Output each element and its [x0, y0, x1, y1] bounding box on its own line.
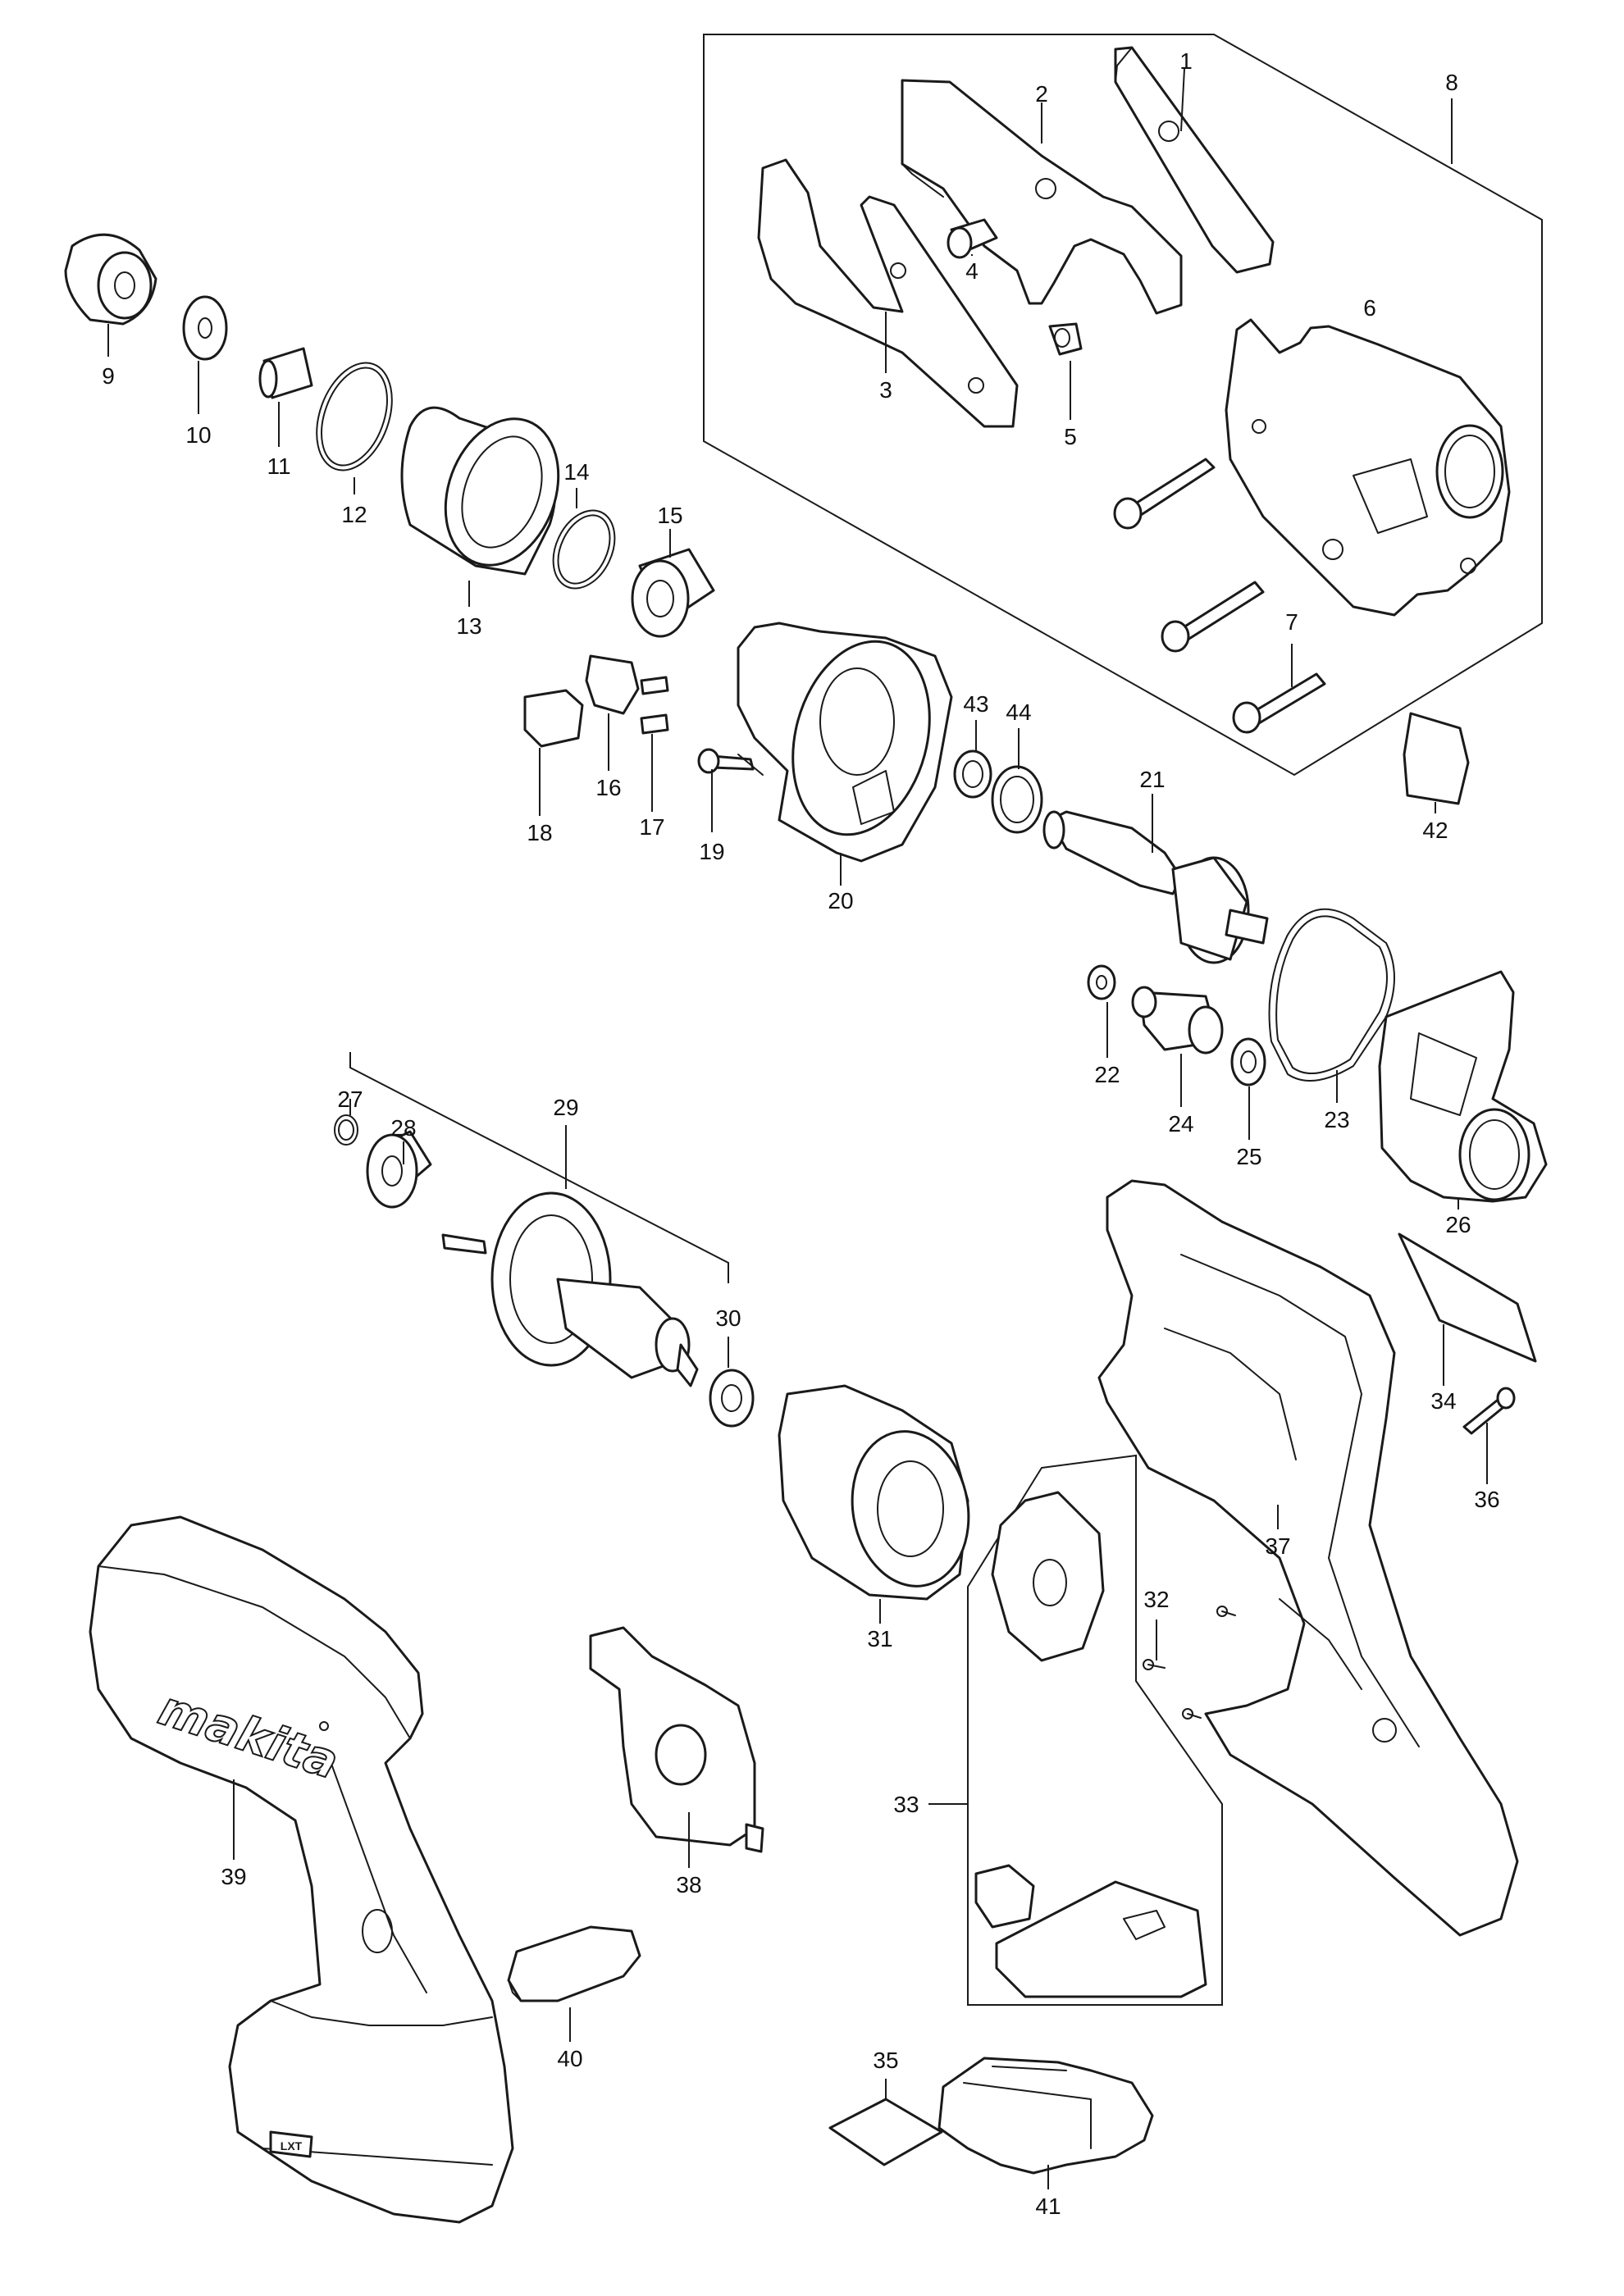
part-2-plate [901, 79, 1183, 315]
part-7-screws [1113, 458, 1326, 734]
part-label-21: 21 [1139, 767, 1165, 792]
part-38-switch [589, 1626, 764, 1868]
part-label-6: 6 [1363, 295, 1376, 321]
part-label-17: 17 [639, 814, 664, 840]
part-16-brush-holder [585, 654, 640, 771]
part-6-housing [1225, 318, 1511, 617]
part-label-38: 38 [676, 1872, 701, 1897]
part-25-bearing [1230, 1037, 1266, 1140]
part-17-springs [640, 676, 669, 812]
part-label-16: 16 [595, 775, 621, 800]
part-label-44: 44 [1006, 699, 1031, 725]
armature-group-bracket [349, 1052, 729, 1283]
part-11-sleeve [258, 347, 313, 447]
part-23-o-ring [1268, 908, 1395, 1103]
part-label-23: 23 [1324, 1107, 1349, 1132]
part-33-group-box [967, 1454, 1223, 2006]
part-label-39: 39 [221, 1864, 246, 1889]
part-label-12: 12 [341, 502, 367, 527]
part-label-37: 37 [1265, 1533, 1290, 1559]
part-39-housing-left: makita LXT [89, 1515, 514, 2224]
part-30-bearing [709, 1337, 755, 1428]
part-14-circlip [552, 488, 616, 590]
part-label-24: 24 [1168, 1111, 1193, 1137]
part-28-bearing [366, 1130, 432, 1209]
part-label-43: 43 [963, 691, 988, 717]
part-24-pinion [1131, 986, 1224, 1107]
part-3-lever [757, 158, 1019, 428]
part-15-bearing [631, 529, 715, 638]
part-32-screws [1143, 1606, 1236, 1720]
part-label-1: 1 [1179, 48, 1193, 74]
part-label-10: 10 [185, 422, 211, 448]
part-label-4: 4 [965, 258, 979, 284]
part-label-30: 30 [715, 1305, 741, 1331]
part-label-13: 13 [456, 613, 481, 639]
part-label-2: 2 [1035, 81, 1048, 107]
part-31-stator [778, 1384, 970, 1624]
part-37-housing-right [1097, 1179, 1519, 1937]
part-label-14: 14 [563, 459, 589, 485]
part-label-25: 25 [1236, 1144, 1261, 1169]
part-13-clutch-cam [400, 406, 560, 607]
part-20-gear-case [737, 622, 953, 886]
part-1-bar [1114, 46, 1275, 274]
part-label-31: 31 [867, 1626, 892, 1651]
part-label-15: 15 [657, 503, 682, 528]
part-42-label [1403, 712, 1470, 813]
part-label-34: 34 [1430, 1388, 1456, 1414]
part-label-9: 9 [102, 363, 115, 389]
part-label-7: 7 [1285, 609, 1298, 635]
part-19-screw [697, 748, 764, 832]
part-36-screw [1462, 1387, 1516, 1484]
part-18-pad [523, 689, 584, 816]
part-label-5: 5 [1064, 424, 1077, 449]
part-label-8: 8 [1445, 70, 1458, 95]
part-21-spindle [1042, 794, 1269, 964]
part-label-41: 41 [1035, 2194, 1061, 2219]
part-label-33: 33 [893, 1792, 919, 1817]
part-35-label [828, 2079, 943, 2166]
part-label-36: 36 [1474, 1487, 1499, 1512]
part-33-controller [974, 1864, 1207, 1998]
part-label-11: 11 [267, 453, 290, 479]
part-label-35: 35 [873, 2048, 898, 2073]
part-40-cap [507, 1925, 641, 2042]
part-26-bearing-housing [1378, 970, 1548, 1210]
part-label-28: 28 [390, 1115, 416, 1141]
part-label-19: 19 [699, 839, 724, 864]
part-41-terminal [937, 2057, 1154, 2189]
part-9-chuck-cap [64, 233, 157, 357]
assembly-8-group-box [703, 34, 1543, 777]
part-label-29: 29 [553, 1095, 578, 1120]
part-5-bushing [1048, 322, 1083, 420]
part-label-26: 26 [1445, 1212, 1471, 1237]
part-29-armature [441, 1125, 699, 1387]
part-10-washer [182, 295, 228, 414]
part-label-42: 42 [1422, 818, 1448, 843]
part-label-22: 22 [1094, 1062, 1120, 1087]
part-label-27: 27 [337, 1086, 363, 1112]
part-label-3: 3 [879, 377, 892, 403]
part-44-ring [991, 728, 1043, 834]
part-4-cylinder [947, 218, 998, 259]
part-27-clip [334, 1099, 358, 1146]
part-12-retaining-ring [316, 362, 393, 494]
part-label-40: 40 [557, 2046, 582, 2071]
part-label-20: 20 [828, 888, 853, 913]
part-33-sensor-board [991, 1491, 1105, 1662]
part-label-32: 32 [1143, 1587, 1169, 1612]
part-number-labels: 1 2 3 4 5 6 7 8 9 10 11 12 13 14 15 16 1… [102, 48, 1499, 2219]
part-43-washer [953, 720, 992, 799]
part-22-washer [1087, 964, 1116, 1058]
part-34-label [1398, 1232, 1537, 1386]
part-label-18: 18 [527, 820, 552, 845]
battery-badge: LXT [281, 2139, 303, 2152]
